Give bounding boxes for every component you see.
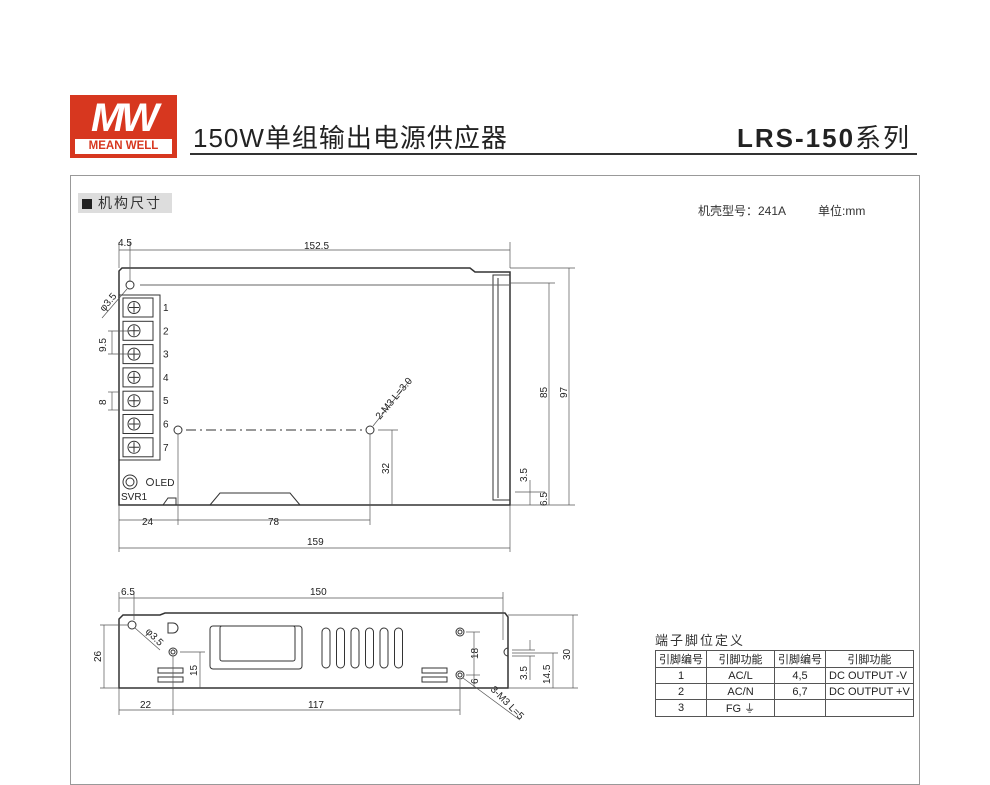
section-label: 机构尺寸	[98, 195, 162, 211]
vent-slot	[365, 627, 374, 669]
dim-14-5: 14.5	[542, 664, 553, 684]
dim-32: 32	[381, 462, 392, 474]
table-cell: 6,7	[774, 683, 826, 700]
screw-head-icon	[127, 394, 141, 408]
dim-18: 18	[470, 647, 481, 659]
terminal-number: 6	[163, 420, 169, 431]
series-title: LRS-150系列	[737, 118, 911, 155]
dim-22: 22	[140, 700, 152, 711]
dim-159: 159	[307, 537, 324, 548]
logo-mark: MW	[90, 96, 159, 140]
table-cell	[825, 699, 914, 717]
case-info: 机壳型号：241A 单位:mm	[698, 202, 897, 219]
vent-slot	[336, 627, 345, 669]
square-bullet-icon	[82, 199, 92, 209]
header-cell: 引脚编号	[774, 650, 826, 668]
top-view: 1 2 3 4 5 6 7 4.5 152.5 85 97 3.5 6.5 32 24 78	[98, 238, 575, 552]
terminal-number: 7	[163, 443, 169, 454]
dim-85: 85	[539, 386, 550, 398]
header-cell: 引脚功能	[825, 650, 914, 668]
logo-text: MEAN WELL	[75, 139, 172, 154]
dim-97: 97	[559, 386, 570, 398]
table-header-row: 引脚编号 引脚功能 引脚编号 引脚功能	[655, 650, 914, 668]
screw-cross-icon	[129, 349, 139, 360]
vent-slot	[321, 627, 331, 669]
table-cell	[774, 699, 826, 717]
screw-head-icon	[127, 301, 141, 314]
screw-cross-icon	[129, 395, 139, 406]
screw-cross-icon	[129, 442, 139, 453]
dim-4-5: 4.5	[118, 238, 132, 249]
screw-label: 3-M3 L=5	[488, 684, 526, 722]
terminal-screw	[122, 437, 154, 458]
terminal-number: 3	[163, 350, 169, 361]
screw-head-icon	[127, 417, 141, 431]
dim-6-5: 6.5	[539, 492, 550, 506]
table-cell: AC/N	[706, 683, 775, 700]
terminal-number: 1	[163, 303, 169, 314]
screw-cross-icon	[129, 372, 139, 383]
vent-slot	[379, 627, 389, 669]
terminal-screw	[122, 297, 154, 318]
dim-152-5: 152.5	[304, 241, 329, 252]
table-cell: DC OUTPUT +V	[825, 683, 914, 700]
terminal-number: 5	[163, 396, 169, 407]
terminal-number: 4	[163, 373, 169, 384]
dim-78: 78	[268, 517, 280, 528]
mean-well-logo: MW MEAN WELL	[70, 95, 177, 158]
dim-6: 6	[470, 678, 481, 684]
pin-table-title: 端子脚位定义	[655, 633, 746, 648]
hole-diameter-label: φ3.5	[98, 291, 120, 314]
title-underline	[190, 153, 917, 155]
screw-head-icon	[127, 440, 141, 454]
terminal-screw	[122, 414, 154, 434]
side-view: 6.5 150 26 15 18 6 3.5 14.5 30 22 117 φ3…	[93, 587, 578, 723]
table-cell: FG ⏚	[706, 699, 775, 717]
dim-3-5: 3.5	[519, 666, 530, 680]
header-cell: 引脚功能	[706, 650, 775, 668]
dim-6-5: 6.5	[121, 587, 135, 598]
dim-9-5: 9.5	[98, 338, 109, 352]
terminal-screw	[122, 390, 154, 411]
series-model: LRS-150	[737, 123, 856, 153]
header-cell: 引脚编号	[655, 650, 707, 668]
unit-label: 单位:mm	[818, 204, 866, 218]
table-cell: 3	[655, 699, 707, 717]
section-heading: 机构尺寸	[78, 193, 172, 213]
led-label: LED	[155, 478, 174, 489]
screw-head-icon	[127, 370, 141, 384]
case-number: 机壳型号：241A	[698, 204, 787, 218]
dim-30: 30	[562, 648, 573, 660]
table-cell: 4,5	[774, 667, 826, 684]
screw-cross-icon	[129, 419, 139, 429]
table-cell: 2	[655, 683, 707, 700]
table-cell: DC OUTPUT -V	[825, 667, 914, 684]
terminal-number: 2	[163, 326, 169, 337]
terminal-screw	[122, 367, 154, 388]
dim-26: 26	[93, 650, 104, 662]
screw-cross-icon	[129, 302, 139, 313]
dim-150: 150	[310, 587, 327, 598]
vent-slot	[350, 627, 360, 669]
table-cell: AC/L	[706, 667, 775, 684]
dim-8: 8	[98, 399, 109, 405]
table-cell: 1	[655, 667, 707, 684]
screw-label: 2-M3 L=3.0	[374, 376, 415, 422]
vent-slot	[394, 627, 403, 669]
page-title: 150W单组输出电源供应器	[193, 123, 508, 153]
screw-cross-icon	[129, 325, 139, 336]
dim-24: 24	[142, 517, 154, 528]
series-suffix: 系列	[855, 123, 912, 153]
dim-117: 117	[308, 700, 324, 711]
svr-label: SVR1	[121, 492, 148, 503]
dim-15: 15	[189, 664, 200, 676]
dim-3-5: 3.5	[519, 468, 530, 482]
